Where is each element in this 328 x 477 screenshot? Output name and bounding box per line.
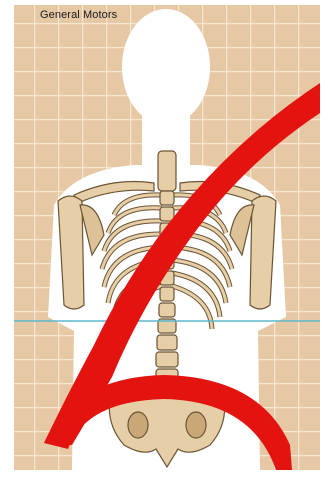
credit-label: General Motors xyxy=(40,9,117,21)
cervical-spine xyxy=(158,151,176,191)
seatbelt-illustration xyxy=(14,5,320,470)
skeleton-seatbelt-svg xyxy=(14,5,320,470)
